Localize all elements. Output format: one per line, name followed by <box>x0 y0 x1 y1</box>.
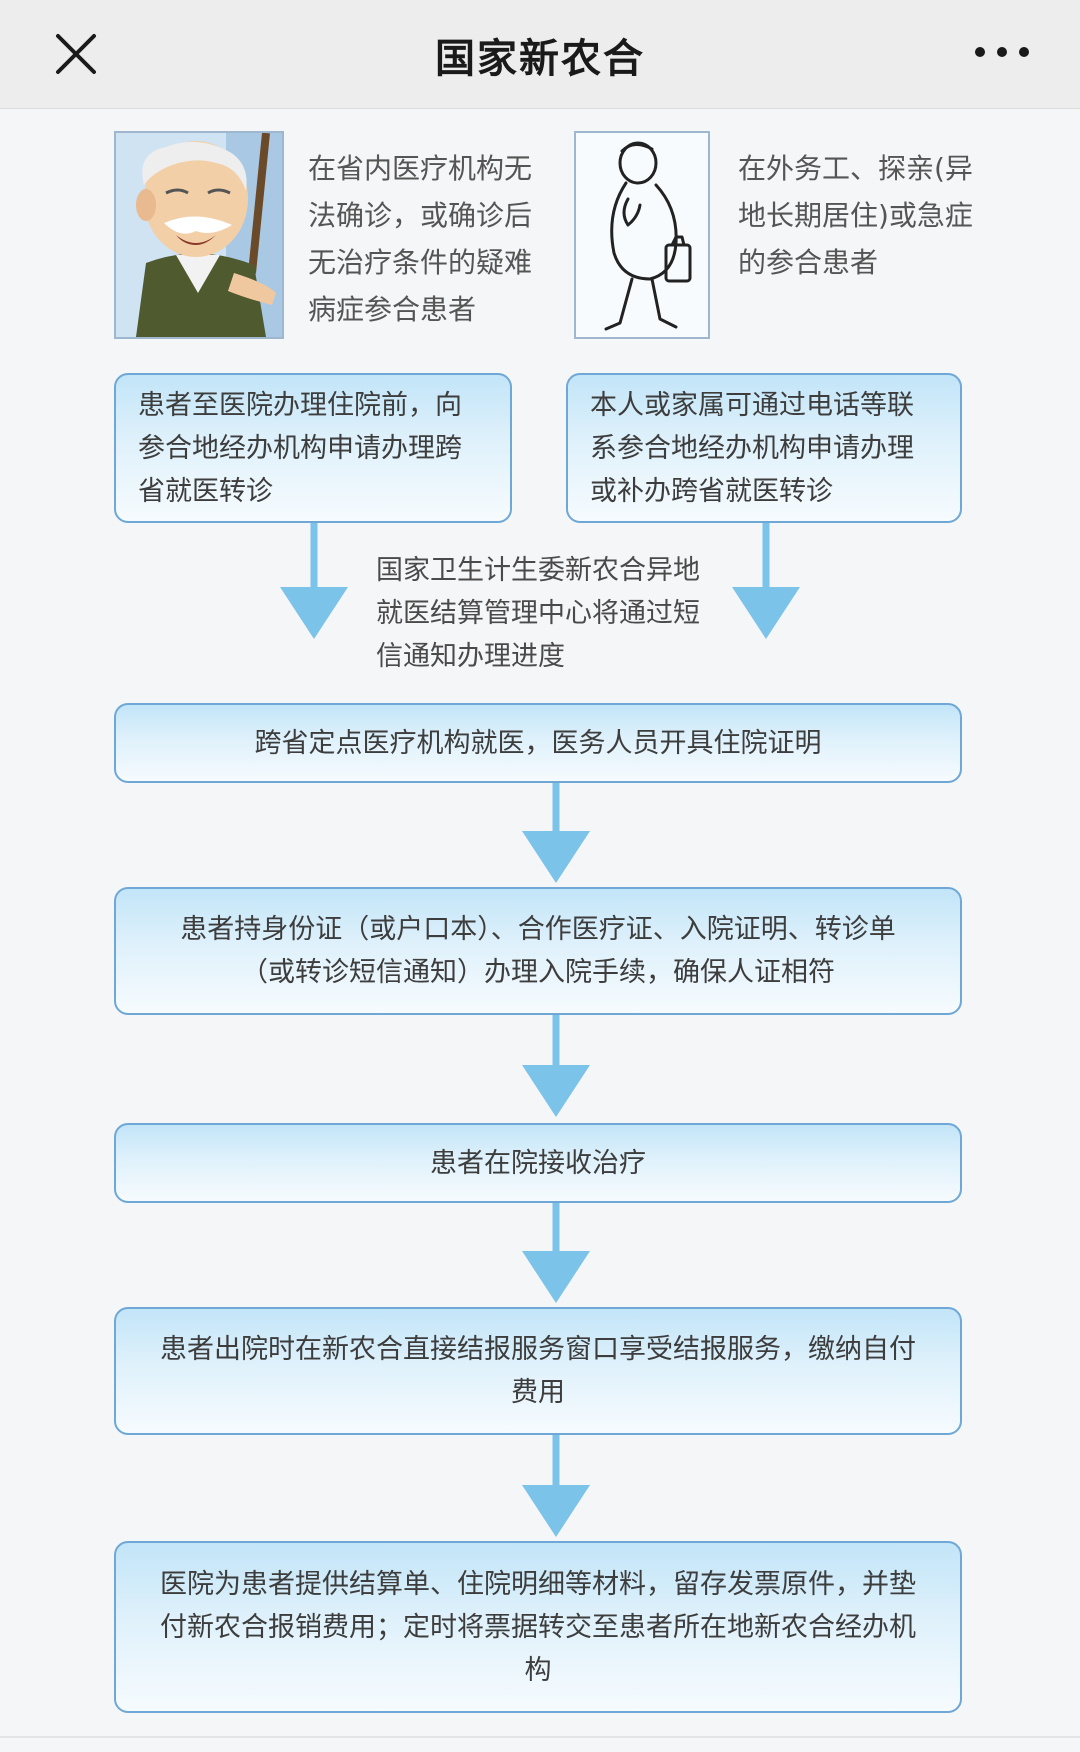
apply-transfer-left-text: 患者至医院办理住院前，向参合地经办机构申请办理跨省就医转诊 <box>138 389 462 507</box>
down-arrow-icon <box>522 1015 590 1117</box>
page-title: 国家新农合 <box>435 36 645 82</box>
traveling-patient-illustration <box>574 131 710 339</box>
elderly-patient-illustration <box>114 131 284 339</box>
down-arrow-left-icon <box>280 523 348 639</box>
flowchart-canvas: 在省内医疗机构无法确诊，或确诊后无治疗条件的疑难病症参合患者 在外务工、探亲(异… <box>0 109 1080 1752</box>
down-arrow-right-icon <box>732 523 800 639</box>
walking-man-icon <box>576 133 708 337</box>
step-box-hospital-visit: 跨省定点医疗机构就医，医务人员开具住院证明 <box>114 703 962 783</box>
step-hospital-reimbursement-text: 医院为患者提供结算单、住院明细等材料，留存发票原件，并垫付新农合报销费用；定时将… <box>160 1568 916 1686</box>
step-box-admission: 患者持身份证（或户口本）、合作医疗证、入院证明、转诊单（或转诊短信通知）办理入院… <box>114 887 962 1015</box>
down-arrow-icon <box>522 783 590 883</box>
down-arrow-icon <box>522 1203 590 1303</box>
top-nav-bar: 国家新农合 <box>0 0 1080 109</box>
bottom-divider <box>0 1736 1080 1738</box>
close-button[interactable] <box>48 26 104 82</box>
left-patient-description: 在省内医疗机构无法确诊，或确诊后无治疗条件的疑难病症参合患者 <box>308 152 533 326</box>
apply-transfer-box-right: 本人或家属可通过电话等联系参合地经办机构申请办理或补办跨省就医转诊 <box>566 373 962 523</box>
apply-transfer-right-text: 本人或家属可通过电话等联系参合地经办机构申请办理或补办跨省就医转诊 <box>590 389 914 507</box>
step-box-hospital-reimbursement: 医院为患者提供结算单、住院明细等材料，留存发票原件，并垫付新农合报销费用；定时将… <box>114 1541 962 1713</box>
right-patient-description: 在外务工、探亲(异地长期居住)或急症的参合患者 <box>738 152 973 279</box>
step-admission-text: 患者持身份证（或户口本）、合作医疗证、入院证明、转诊单（或转诊短信通知）办理入院… <box>180 914 896 988</box>
more-dots-icon <box>975 47 1029 57</box>
more-button[interactable] <box>972 40 1032 64</box>
close-icon <box>56 34 96 74</box>
step-box-treatment: 患者在院接收治疗 <box>114 1123 962 1203</box>
sms-notice-text: 国家卫生计生委新农合异地就医结算管理中心将通过短信通知办理进度 <box>376 555 700 672</box>
step-discharge-settlement-text: 患者出院时在新农合直接结报服务窗口享受结报服务，缴纳自付费用 <box>160 1334 916 1408</box>
step-hospital-visit-text: 跨省定点医疗机构就医，医务人员开具住院证明 <box>254 727 822 759</box>
apply-transfer-box-left: 患者至医院办理住院前，向参合地经办机构申请办理跨省就医转诊 <box>114 373 512 523</box>
elderly-man-icon <box>116 133 282 337</box>
down-arrow-icon <box>522 1435 590 1537</box>
step-box-discharge-settlement: 患者出院时在新农合直接结报服务窗口享受结报服务，缴纳自付费用 <box>114 1307 962 1435</box>
step-treatment-text: 患者在院接收治疗 <box>430 1147 646 1179</box>
